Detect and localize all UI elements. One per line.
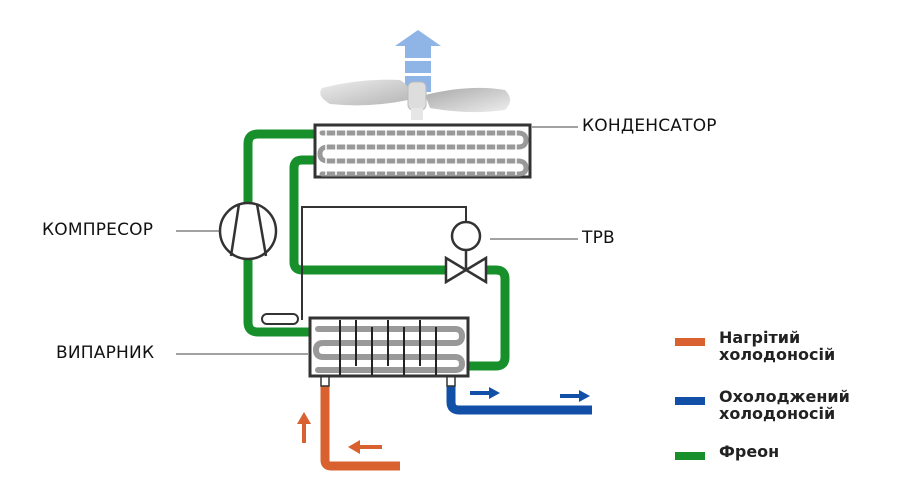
evaporator-label: ВИПАРНИК xyxy=(56,343,155,363)
compressor-icon xyxy=(218,201,278,261)
freon-pipes xyxy=(243,129,510,371)
legend-cooled-line1: Охолоджений xyxy=(719,387,850,406)
evaporator xyxy=(308,316,470,378)
cooled-flow-arrow-right-icon xyxy=(560,390,590,402)
legend-swatch-freon xyxy=(675,452,705,460)
freon-pipe-condenser-to-valve xyxy=(289,155,446,275)
freon-pipe-evaporator-to-compressor xyxy=(243,258,312,337)
legend-heated-line1: Нагрітий xyxy=(719,328,801,347)
legend-cooled-coolant: Охолоджений холодоносій xyxy=(675,388,850,422)
freon-pipe-valve-to-evaporator xyxy=(468,265,510,371)
condenser xyxy=(313,123,532,179)
heated-flow-arrow-left-icon xyxy=(348,440,382,454)
compressor-label: КОМПРЕСОР xyxy=(42,220,154,240)
legend-swatch-cooled xyxy=(675,397,705,405)
cooled-flow-arrow-right-icon xyxy=(470,387,500,399)
legend-freon-line1: Фреон xyxy=(719,442,780,461)
expansion-valve-label: ТРВ xyxy=(582,228,615,248)
heated-flow-arrow-up-icon xyxy=(297,412,311,443)
legend-swatch-heated xyxy=(675,338,705,346)
legend-heated-line2: холодоносій xyxy=(719,345,836,364)
sensing-line xyxy=(261,206,467,325)
expansion-valve-icon xyxy=(444,220,488,285)
condenser-label: КОНДЕНСАТОР xyxy=(582,116,717,136)
sensing-bulb-icon xyxy=(261,313,299,325)
fan-icon xyxy=(320,79,510,120)
legend-cooled-line2: холодоносій xyxy=(719,404,836,423)
legend-heated-coolant: Нагрітий холодоносій xyxy=(675,329,835,363)
legend-freon: Фреон xyxy=(675,443,779,460)
cooled-coolant-pipe xyxy=(446,384,592,415)
heated-coolant-pipe xyxy=(320,384,400,471)
freon-pipe-compressor-to-condenser xyxy=(243,129,315,205)
